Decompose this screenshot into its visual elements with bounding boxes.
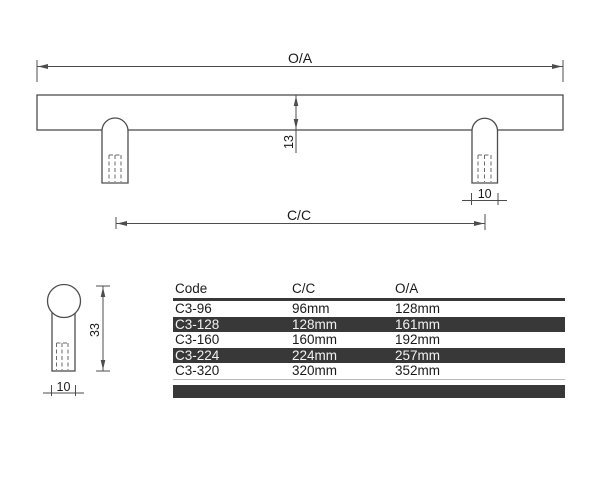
arrowhead-left: [38, 64, 48, 69]
cell-cc: 128mm: [292, 316, 338, 332]
cell-code: C3-160: [175, 332, 220, 348]
column-header-oa: O/A: [395, 281, 419, 296]
handle-front-view: O/A 13: [36, 50, 564, 230]
cell-oa: 128mm: [395, 301, 441, 316]
cc-dimension-label: C/C: [287, 207, 311, 223]
cell-cc: 320mm: [292, 363, 338, 379]
arrowhead-right: [552, 64, 562, 69]
arrowhead-up: [100, 287, 106, 297]
spec-table: Code C/C O/A C3-96 96mm 128mm C3-128 128…: [173, 280, 565, 398]
thickness-dimension: [293, 95, 299, 153]
end-view-screw-hole: [56, 342, 69, 370]
arrowhead-down: [293, 119, 299, 129]
cell-oa: 192mm: [395, 332, 441, 348]
table-row: C3-320 320mm 352mm: [173, 363, 565, 379]
right-post-screw-hole: [477, 154, 492, 182]
oa-dimension-label: O/A: [288, 50, 313, 66]
arrowhead-right: [474, 221, 484, 226]
cell-oa: 257mm: [395, 347, 441, 363]
table-bottom-line: [173, 378, 565, 380]
cell-oa: 352mm: [395, 363, 441, 379]
height-dimension-label: 33: [88, 323, 102, 337]
height-dimension: [96, 285, 110, 372]
table-row: C3-96 96mm 128mm: [173, 301, 565, 317]
cell-code: C3-96: [175, 301, 212, 316]
cell-cc: 96mm: [292, 301, 330, 316]
right-post: [471, 117, 499, 184]
arrowhead-up: [293, 96, 299, 106]
cc-dimension: [115, 214, 486, 230]
handle-end-view: 33 10: [43, 283, 110, 396]
arrowhead-left: [117, 221, 127, 226]
table-row: C3-128 128mm 161mm: [173, 316, 565, 333]
spec-table-header: Code C/C O/A: [173, 280, 565, 298]
oa-dimension: [36, 60, 564, 82]
table-row: C3-160 160mm 192mm: [173, 332, 565, 348]
column-header-code: Code: [175, 281, 208, 296]
thickness-dimension-label: 13: [282, 135, 296, 149]
end-view-bar-circle: [46, 283, 82, 319]
cell-cc: 160mm: [292, 332, 338, 348]
post-width-label-front: 10: [478, 187, 492, 201]
post-width-label-end: 10: [57, 380, 71, 394]
cell-oa: 161mm: [395, 316, 441, 332]
cell-cc: 224mm: [292, 347, 338, 363]
arrowhead-down: [100, 360, 106, 370]
left-post: [101, 117, 129, 184]
cell-code: C3-224: [175, 347, 220, 363]
table-footer-band: [173, 384, 565, 398]
post-width-dimension-end: [43, 385, 84, 396]
cell-code: C3-320: [175, 363, 220, 379]
post-width-dimension-front: [462, 193, 507, 205]
header-rule: [173, 298, 565, 301]
cell-code: C3-128: [175, 316, 220, 332]
column-header-cc: C/C: [292, 281, 316, 296]
left-post-screw-hole: [108, 154, 122, 182]
table-row: C3-224 224mm 257mm: [173, 347, 565, 364]
